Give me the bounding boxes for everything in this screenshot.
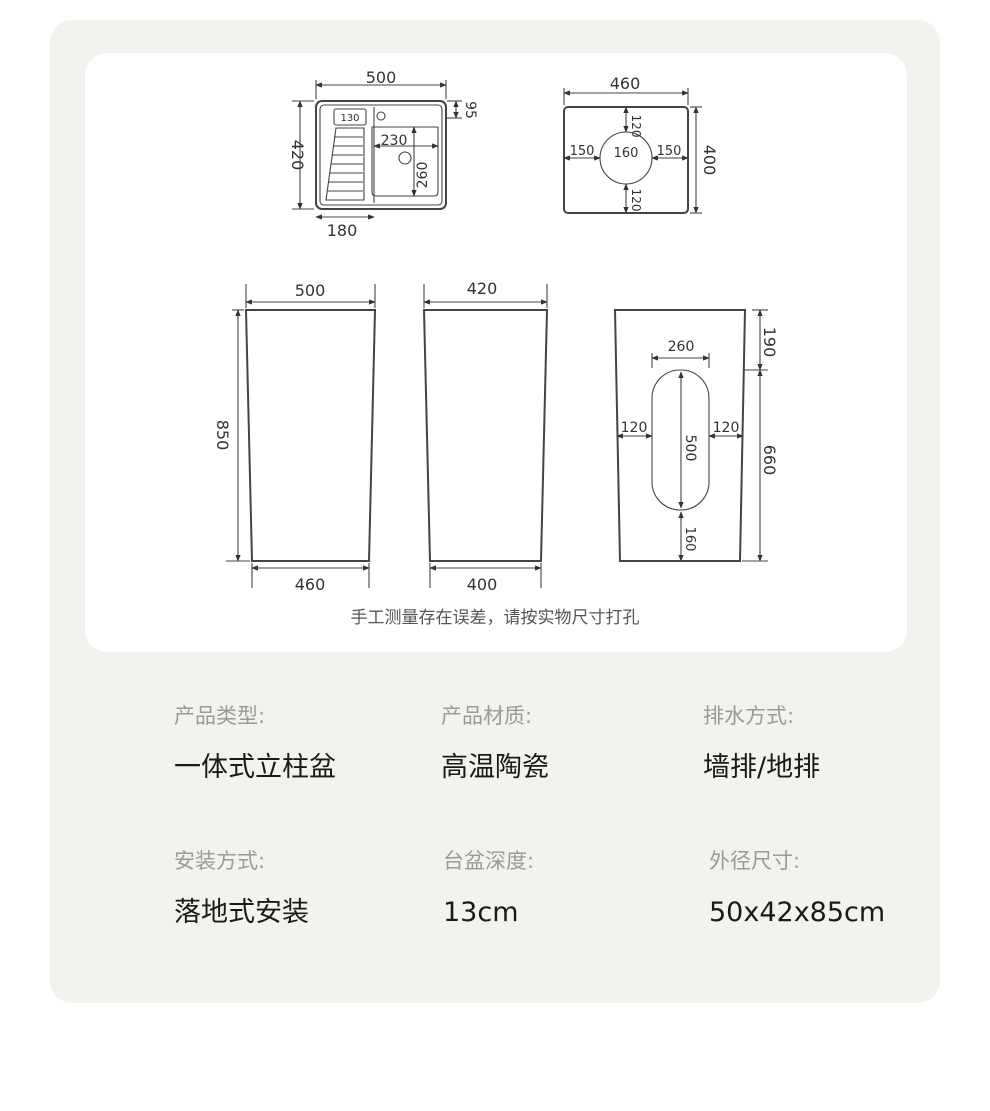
front-height-label: 850 [213,420,232,451]
spec-outer-size: 外径尺寸: 50x42x85cm [709,848,885,930]
spec-value: 13cm [443,897,519,928]
spec-value: 高温陶瓷 [441,752,549,783]
diagram-card [85,53,907,652]
back-height-label: 400 [700,145,719,176]
top-view [292,80,462,220]
spec-basin-depth: 台盆深度: 13cm [443,848,534,930]
rear-opening-width-label: 260 [668,339,695,355]
side-bottom-label: 400 [467,575,498,594]
back-left-label: 150 [570,144,595,159]
spec-label: 产品材质: [441,704,533,728]
spec-product-type: 产品类型: 一体式立柱盆 [174,703,336,785]
back-bottom-label: 120 [629,189,643,212]
front-top-label: 500 [295,281,326,300]
rear-left-label: 120 [621,420,648,436]
top-depth-label: 420 [288,140,307,171]
side-top-label: 420 [467,279,498,298]
spec-label: 外径尺寸: [709,849,801,873]
spec-installation: 安装方式: 落地式安装 [174,848,309,930]
spec-label: 产品类型: [174,704,266,728]
washboard-label: 130 [340,113,359,124]
bowl-depth-label: 260 [415,162,431,189]
back-top-label: 120 [629,115,643,138]
spec-label: 台盆深度: [443,849,535,873]
top-rim-label: 95 [462,101,478,119]
bowl-width-label: 230 [381,133,408,149]
side-view [422,284,549,588]
back-hole-label: 160 [614,146,639,161]
back-width-label: 460 [610,74,641,93]
spec-value: 墙排/地排 [703,752,821,783]
rear-right-label: 120 [713,420,740,436]
top-front-label: 180 [327,221,358,240]
front-view [226,284,377,588]
spec-value: 落地式安装 [174,897,309,928]
spec-value: 50x42x85cm [709,897,886,928]
rear-lower-height-label: 660 [760,445,779,476]
top-width-label: 500 [366,68,397,87]
back-view [563,88,702,214]
rear-bottom-label: 160 [682,527,697,552]
measurement-note: 手工测量存在误差，请按实物尺寸打孔 [351,608,640,628]
spec-drainage: 排水方式: 墙排/地排 [703,703,820,785]
rear-top-label: 190 [760,327,779,358]
front-bottom-label: 460 [295,575,326,594]
spec-label: 安装方式: [174,849,266,873]
spec-material: 产品材质: 高温陶瓷 [441,703,549,785]
back-right-label: 150 [657,144,682,159]
spec-label: 排水方式: [703,704,795,728]
spec-value: 一体式立柱盆 [174,752,336,783]
rear-view [613,309,768,562]
rear-opening-height-label: 500 [682,435,698,462]
